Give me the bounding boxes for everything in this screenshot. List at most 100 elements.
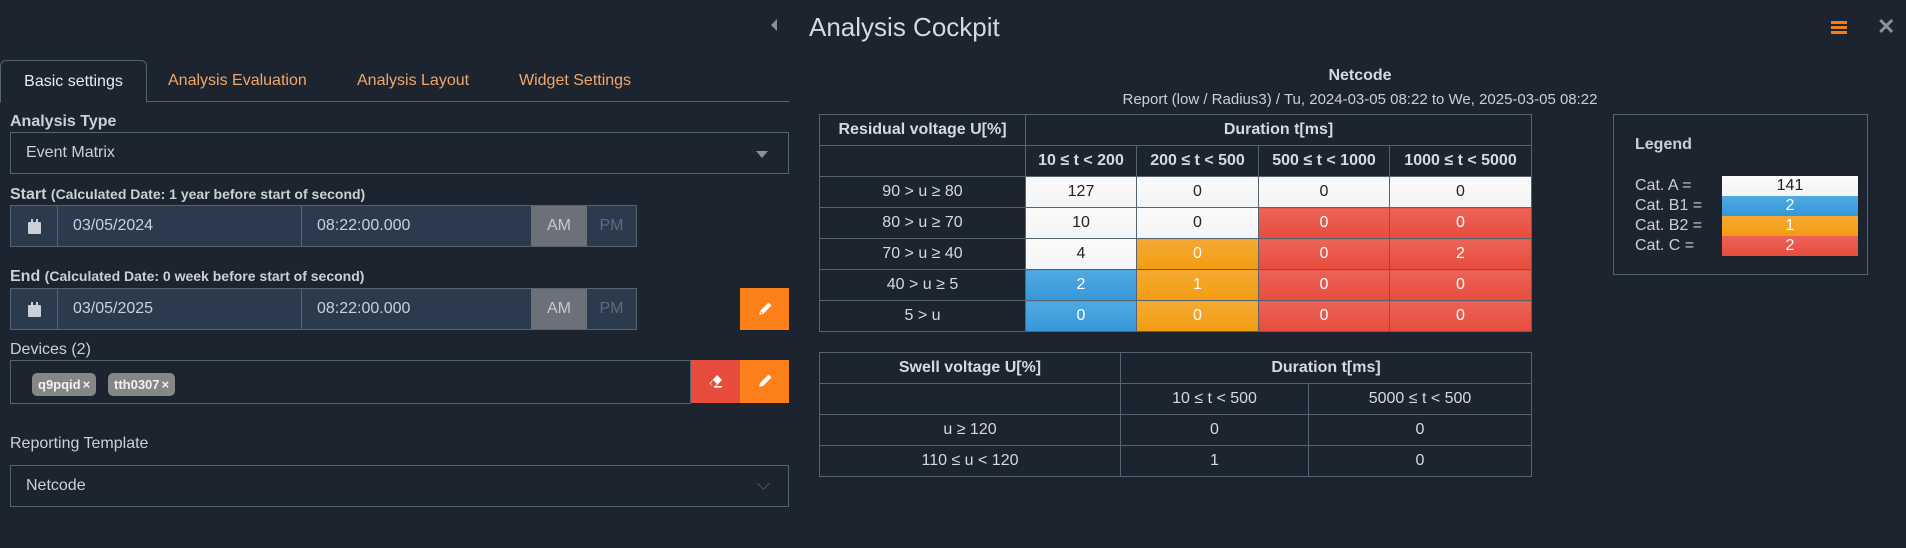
tab-widget-settings[interactable]: Widget Settings <box>519 72 632 89</box>
row-label: 40 > u ≥ 5 <box>819 269 1026 301</box>
duration-col-header: 500 ≤ t < 1000 <box>1258 145 1390 177</box>
start-am-toggle[interactable]: AM <box>531 206 587 246</box>
end-label-text: End <box>10 268 41 285</box>
residual-row-header: Residual voltage U[%] <box>819 114 1026 146</box>
hamburger-menu-icon[interactable] <box>1831 21 1847 34</box>
start-date-input[interactable]: 03/05/2024 <box>58 206 302 246</box>
device-chip[interactable]: tth0307× <box>108 373 176 396</box>
device-chip[interactable]: q9pqid× <box>32 373 97 396</box>
matrix-cell: 1 <box>1136 269 1259 301</box>
calendar-icon <box>28 302 41 317</box>
edit-end-date-button[interactable] <box>740 288 789 330</box>
duration-col-header: 10 ≤ t < 200 <box>1025 145 1137 177</box>
report-subtitle: Report (low / Radius3) / Tu, 2024-03-05 … <box>1122 91 1598 108</box>
end-hint: (Calculated Date: 0 week before start of… <box>44 268 365 284</box>
matrix-cell: 127 <box>1025 176 1137 208</box>
matrix-cell: 0 <box>1307 414 1533 446</box>
matrix-cell: 0 <box>1136 207 1259 239</box>
end-datetime-picker: 03/05/2025 08:22:00.000 AM PM <box>10 288 637 330</box>
table-row: 110 ≤ u < 120 1 0 <box>819 445 1533 477</box>
legend-label: Cat. B2 = <box>1635 217 1703 234</box>
tab-analysis-layout[interactable]: Analysis Layout <box>357 72 470 89</box>
matrix-cell: 0 <box>1388 269 1533 301</box>
duration-col-header: 1000 ≤ t < 5000 <box>1388 145 1533 177</box>
legend-item-cat-c: Cat. C = 2 <box>1635 236 1860 256</box>
row-label: 110 ≤ u < 120 <box>819 445 1121 477</box>
duration-col-header: 10 ≤ t < 500 <box>1120 383 1309 415</box>
remove-chip-icon[interactable]: × <box>82 377 91 392</box>
row-label: 70 > u ≥ 40 <box>819 238 1026 270</box>
pencil-icon <box>759 374 772 387</box>
devices-label: Devices (2) <box>10 341 91 358</box>
start-label-text: Start <box>10 186 47 203</box>
matrix-cell: 4 <box>1025 238 1137 270</box>
matrix-cell: 0 <box>1258 207 1390 239</box>
matrix-cell: 0 <box>1307 445 1533 477</box>
legend-swatch: 2 <box>1722 196 1858 216</box>
legend-panel: Legend Cat. A = 141 Cat. B1 = 2 Cat. B2 … <box>1613 114 1868 275</box>
end-time-input[interactable]: 08:22:00.000 <box>317 300 411 317</box>
table-row: u ≥ 120 0 0 <box>819 414 1533 446</box>
end-date-input[interactable]: 03/05/2025 <box>58 289 302 329</box>
report-title: Netcode <box>1328 67 1392 84</box>
matrix-cell: 0 <box>1136 300 1259 332</box>
matrix-cell: 1 <box>1120 445 1309 477</box>
duration-group-header: Duration t[ms] <box>1119 352 1533 384</box>
legend-swatch: 141 <box>1722 176 1858 196</box>
matrix-cell: 0 <box>1120 414 1309 446</box>
clear-devices-button[interactable] <box>691 360 740 403</box>
page-title: Analysis Cockpit <box>809 12 1000 42</box>
table-row: 5 > u 0 0 0 0 <box>819 300 1533 332</box>
legend-swatch: 2 <box>1722 236 1858 256</box>
matrix-cell: 0 <box>1136 176 1259 208</box>
calendar-icon <box>28 219 41 234</box>
legend-item-cat-b2: Cat. B2 = 1 <box>1635 216 1860 236</box>
end-pm-toggle[interactable]: PM <box>599 300 624 317</box>
start-time-input[interactable]: 08:22:00.000 <box>317 217 411 234</box>
matrix-cell: 0 <box>1025 300 1137 332</box>
matrix-cell: 2 <box>1025 269 1137 301</box>
start-pm-toggle[interactable]: PM <box>599 217 624 234</box>
table-row: 70 > u ≥ 40 4 0 0 2 <box>819 238 1533 270</box>
legend-item-cat-b1: Cat. B1 = 2 <box>1635 196 1860 216</box>
matrix-cell: 0 <box>1258 300 1390 332</box>
devices-input[interactable]: q9pqid× tth0307× <box>10 360 691 404</box>
duration-col-header: 200 ≤ t < 500 <box>1136 145 1259 177</box>
matrix-cell: 2 <box>1388 238 1533 270</box>
swell-row-header: Swell voltage U[%] <box>819 352 1121 384</box>
table-row: 40 > u ≥ 5 2 1 0 0 <box>819 269 1533 301</box>
duration-group-header: Duration t[ms] <box>1024 114 1533 146</box>
reporting-template-value: Netcode <box>26 477 86 494</box>
remove-chip-icon[interactable]: × <box>161 377 170 392</box>
close-icon[interactable]: ✕ <box>1877 14 1896 39</box>
empty-header-cell <box>819 383 1121 415</box>
matrix-cell: 0 <box>1388 207 1533 239</box>
start-hint: (Calculated Date: 1 year before start of… <box>50 186 366 202</box>
pencil-icon <box>759 302 772 315</box>
chevron-down-icon <box>757 477 770 490</box>
table-row: 90 > u ≥ 80 127 0 0 0 <box>819 176 1533 208</box>
device-chip-label: q9pqid <box>38 377 81 392</box>
residual-voltage-table: Residual voltage U[%] Duration t[ms] 10 … <box>819 114 1533 332</box>
end-am-toggle[interactable]: AM <box>531 289 587 329</box>
tab-basic-settings[interactable]: Basic settings <box>0 60 147 103</box>
start-calendar-button[interactable] <box>11 206 58 246</box>
matrix-cell: 10 <box>1025 207 1137 239</box>
start-label: Start (Calculated Date: 1 year before st… <box>10 186 365 204</box>
empty-header-cell <box>819 145 1026 177</box>
tab-analysis-evaluation[interactable]: Analysis Evaluation <box>168 72 307 89</box>
reporting-template-select[interactable]: Netcode <box>10 465 789 507</box>
swell-voltage-table: Swell voltage U[%] Duration t[ms] 10 ≤ t… <box>819 352 1533 477</box>
collapse-panel-caret-icon[interactable] <box>771 19 777 31</box>
analysis-type-select[interactable]: Event Matrix <box>10 132 789 174</box>
row-label: 5 > u <box>819 300 1026 332</box>
edit-devices-button[interactable] <box>740 360 789 403</box>
matrix-cell: 0 <box>1136 238 1259 270</box>
eraser-icon <box>709 375 722 388</box>
legend-label: Cat. B1 = <box>1635 197 1703 214</box>
table-row: 80 > u ≥ 70 10 0 0 0 <box>819 207 1533 239</box>
start-datetime-picker: 03/05/2024 08:22:00.000 AM PM <box>10 205 637 247</box>
settings-tabs: Basic settings Analysis Evaluation Analy… <box>0 60 789 103</box>
analysis-type-value: Event Matrix <box>26 144 115 161</box>
end-calendar-button[interactable] <box>11 289 58 329</box>
